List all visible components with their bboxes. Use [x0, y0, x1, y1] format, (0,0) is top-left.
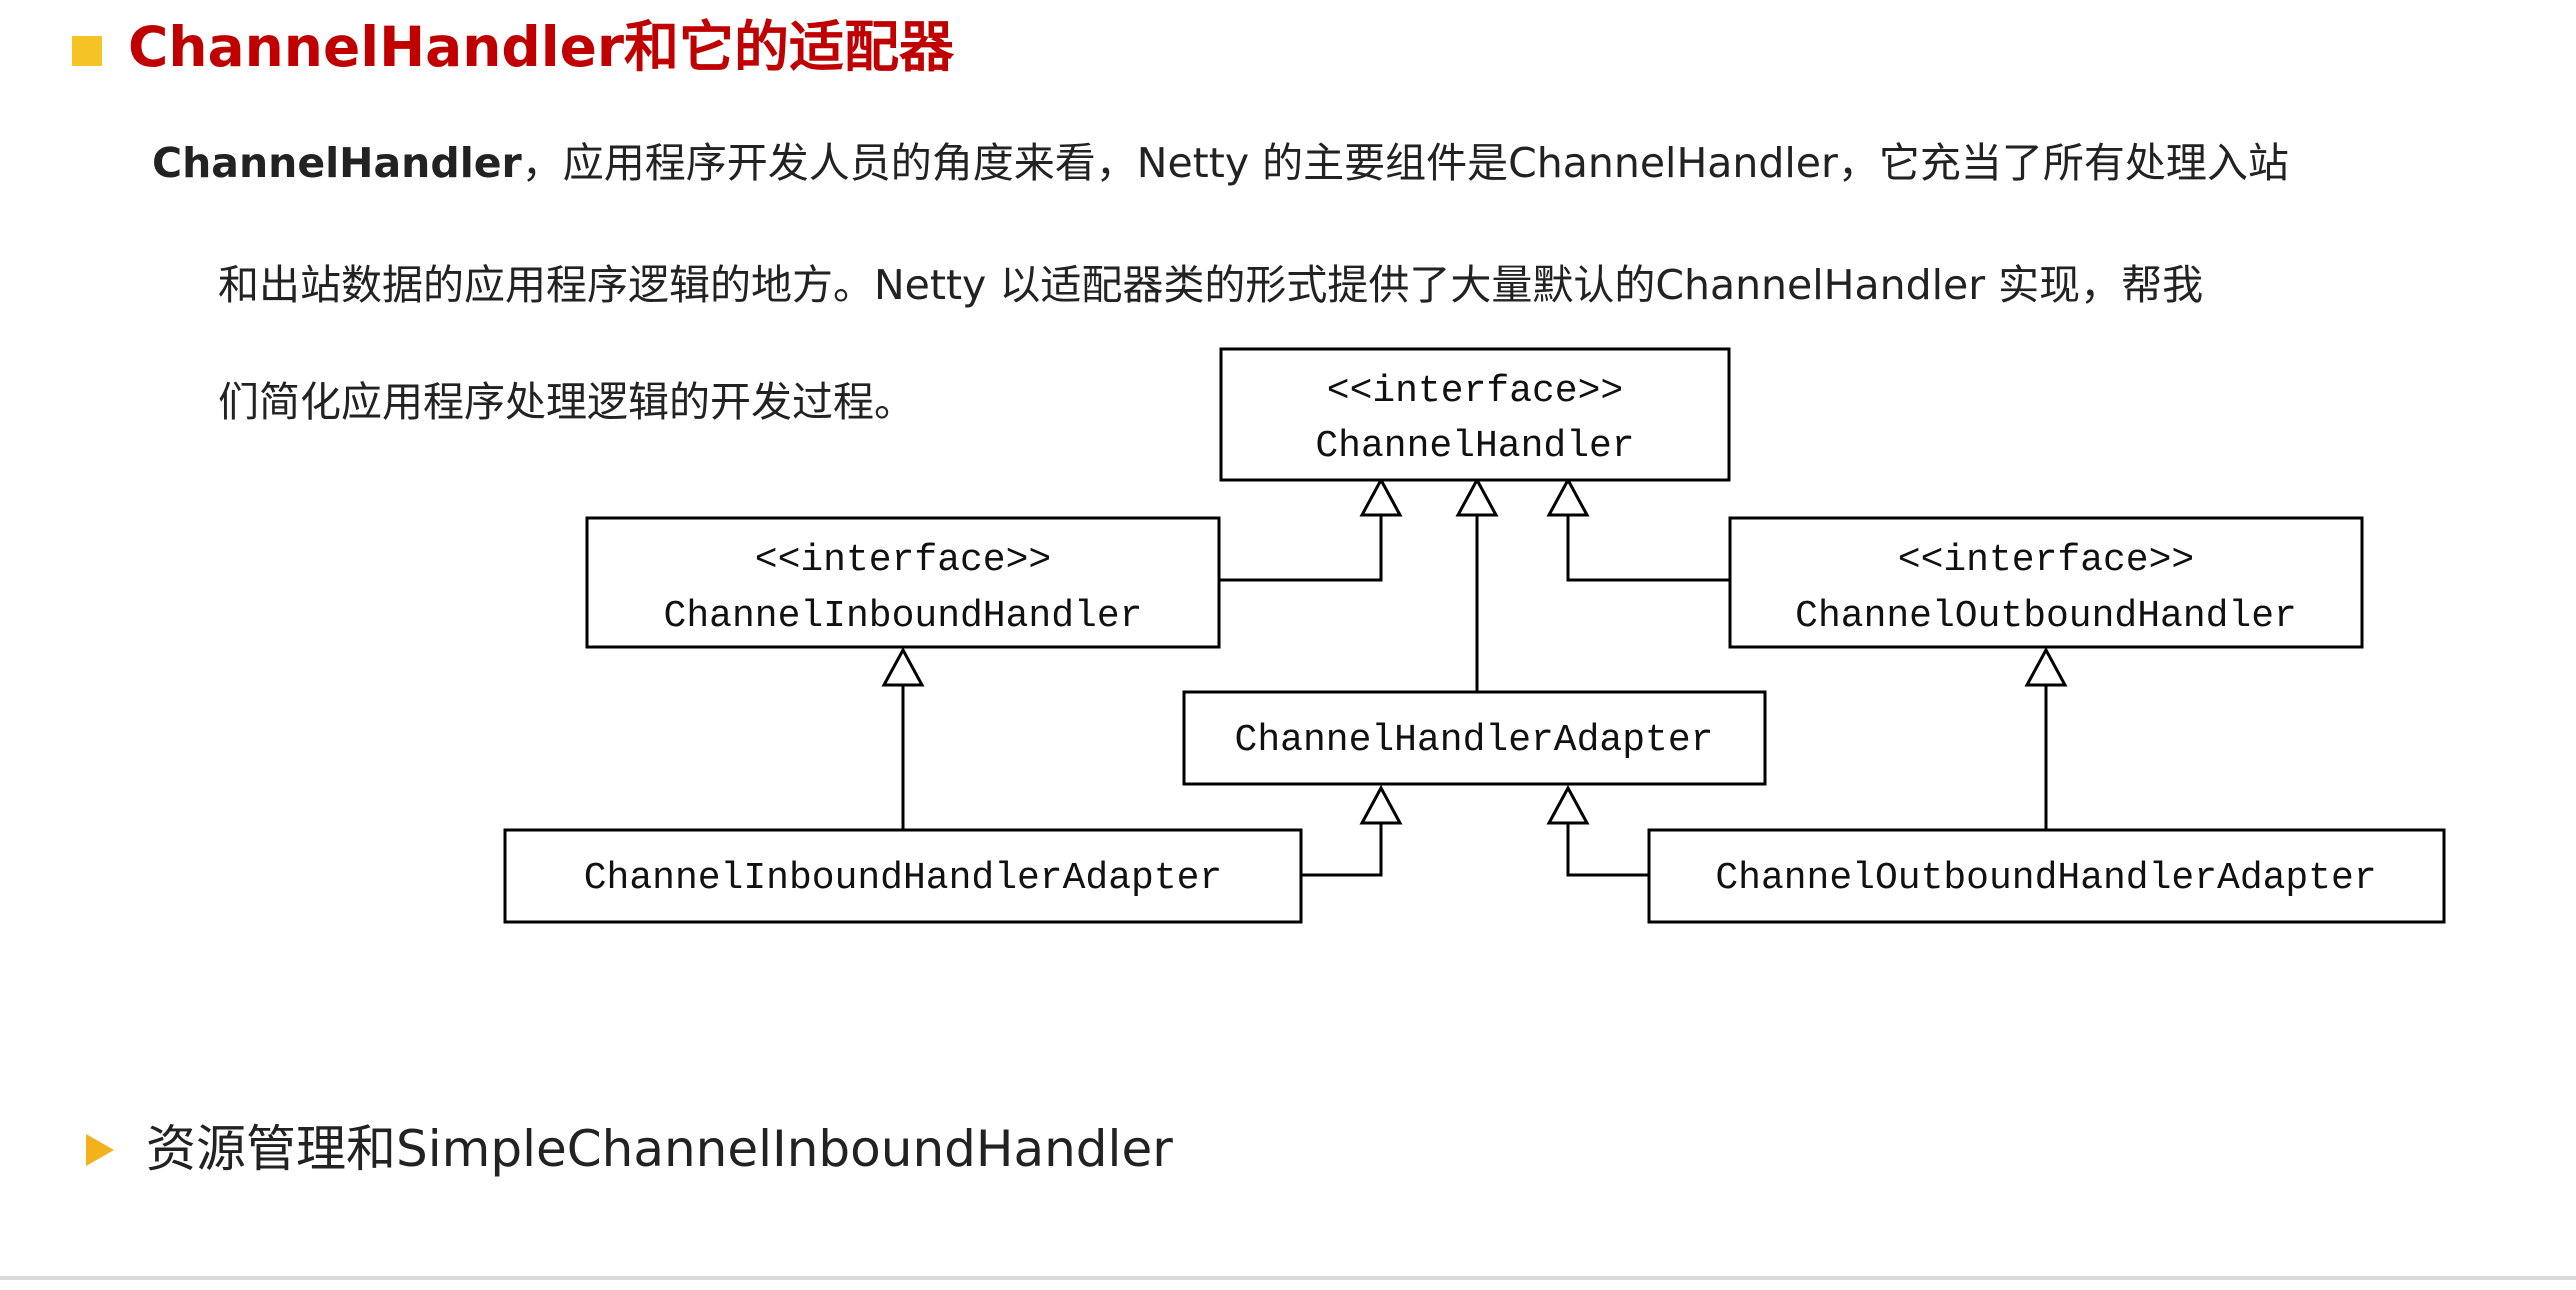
arrow-bullet-icon — [86, 1134, 114, 1166]
class-box-frame — [503, 828, 1303, 924]
class-stereotype: <<interface>> — [755, 539, 1051, 582]
edge-outbound-adapter-to-adapter — [1566, 823, 1649, 877]
generalization-arrow-icon — [881, 646, 925, 687]
generalization-arrow-icon — [1546, 784, 1590, 825]
class-box-channel-inbound-handler-adapter: ChannelInboundHandlerAdapter — [503, 828, 1303, 924]
paragraph-line-1-text: ，应用程序开发人员的角度来看，Netty 的主要组件是ChannelHandle… — [521, 139, 2289, 187]
class-box-channel-inbound-handler: <<interface>> ChannelInboundHandler — [585, 516, 1221, 649]
paragraph-line-2: 和出站数据的应用程序逻辑的地方。Netty 以适配器类的形式提供了大量默认的Ch… — [218, 261, 2204, 309]
edge-inbound-to-handler — [1219, 515, 1383, 582]
class-name: ChannelHandler — [1315, 425, 1634, 468]
paragraph-line-3: 们简化应用程序处理逻辑的开发过程。 — [218, 378, 915, 426]
edge-inbound-adapter-to-adapter — [1301, 823, 1383, 877]
class-name: ChannelInboundHandlerAdapter — [584, 857, 1223, 900]
class-name: ChannelOutboundHandlerAdapter — [1715, 857, 2376, 900]
class-box-channel-handler: <<interface>> ChannelHandler — [1219, 347, 1731, 482]
bottom-divider — [0, 1276, 2576, 1280]
class-box-channel-outbound-handler-adapter: ChannelOutboundHandlerAdapter — [1647, 828, 2446, 924]
generalization-arrow-icon — [1546, 476, 1590, 517]
class-box-frame — [585, 516, 1221, 649]
class-box-frame — [1182, 690, 1767, 786]
title-bullet-icon — [72, 36, 102, 66]
class-stereotype: <<interface>> — [1898, 539, 2194, 582]
class-name: ChannelHandlerAdapter — [1235, 719, 1714, 762]
page-title: ChannelHandler和它的适配器 — [128, 15, 955, 79]
class-box-channel-handler-adapter: ChannelHandlerAdapter — [1182, 690, 1767, 786]
class-box-frame — [1219, 347, 1731, 482]
paragraph-line-1: ChannelHandler，应用程序开发人员的角度来看，Netty 的主要组件… — [152, 133, 2289, 193]
generalization-arrow-icon — [1359, 476, 1403, 517]
generalization-arrow-icon — [1359, 784, 1403, 825]
class-name: ChannelInboundHandler — [664, 595, 1143, 638]
sub-item-heading: 资源管理和SimpleChannelInboundHandler — [146, 1120, 1173, 1178]
class-stereotype: <<interface>> — [1327, 370, 1623, 413]
class-box-frame — [1647, 828, 2446, 924]
paragraph-lead: ChannelHandler — [152, 139, 522, 187]
class-box-channel-outbound-handler: <<interface>> ChannelOutboundHandler — [1728, 516, 2364, 649]
generalization-arrow-icon — [1455, 476, 1499, 517]
class-name: ChannelOutboundHandler — [1795, 595, 2297, 638]
edge-outbound-to-handler — [1566, 515, 1730, 582]
class-box-frame — [1728, 516, 2364, 649]
generalization-arrow-icon — [2024, 646, 2068, 687]
